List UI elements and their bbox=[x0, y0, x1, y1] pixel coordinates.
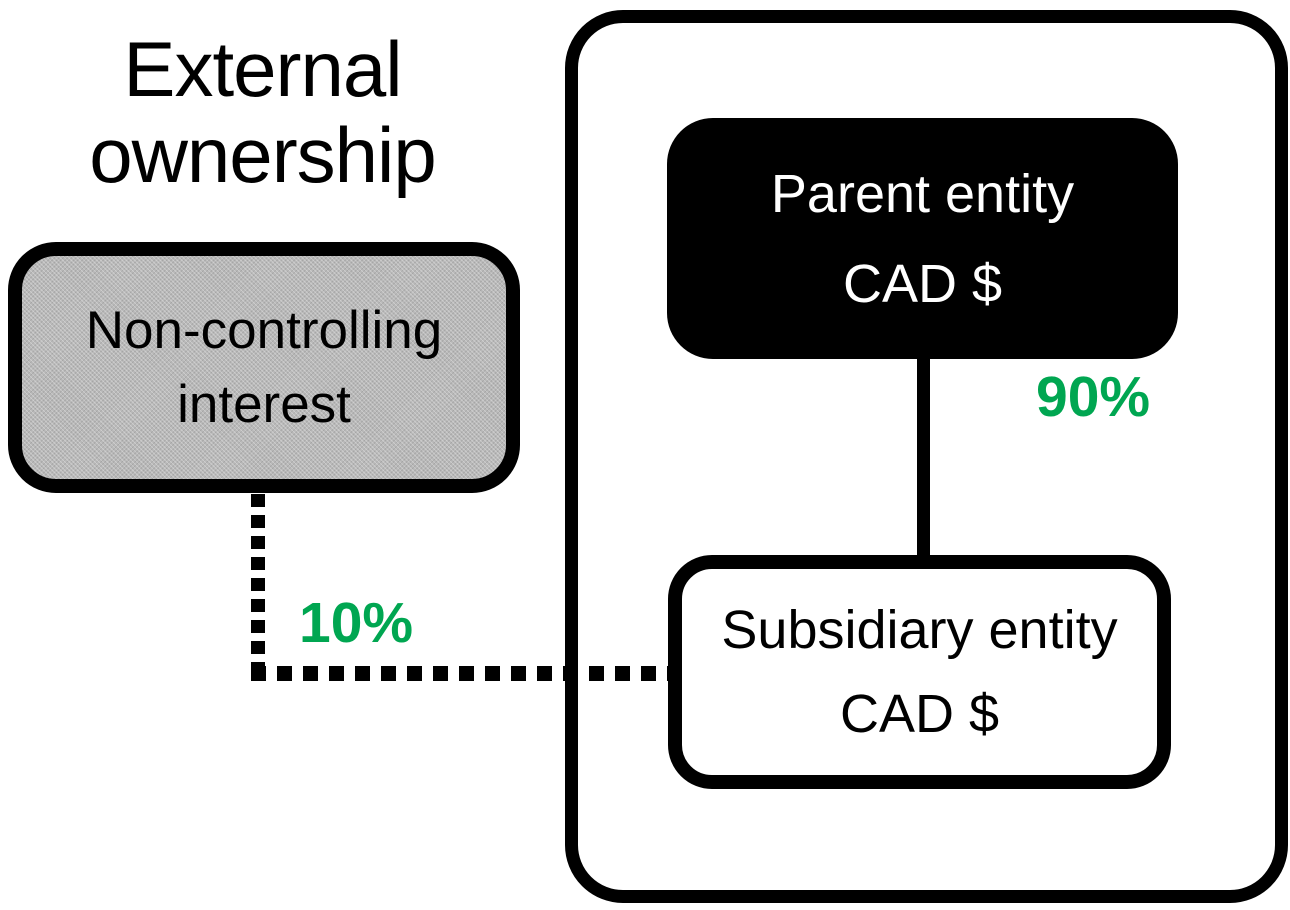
parent-entity-node: Parent entity CAD $ bbox=[667, 118, 1178, 359]
non-controlling-interest-node: Non-controlling interest bbox=[8, 242, 520, 493]
subsidiary-entity-currency: CAD $ bbox=[839, 684, 1000, 744]
external-ownership-title-line1: External bbox=[123, 25, 402, 113]
external-ownership-title-line2: ownership bbox=[89, 111, 437, 199]
nci-connector-vertical-dotted bbox=[251, 494, 265, 680]
subsidiary-entity-label: Subsidiary entity bbox=[721, 600, 1118, 660]
external-ownership-title: External ownership bbox=[10, 26, 515, 198]
subsidiary-entity-node: Subsidiary entity CAD $ bbox=[668, 555, 1171, 789]
parent-ownership-percentage: 90% bbox=[1036, 365, 1151, 429]
parent-to-subsidiary-connector bbox=[917, 357, 930, 558]
nci-connector-horizontal-dotted bbox=[251, 666, 668, 681]
non-controlling-interest-label-line1: Non-controlling bbox=[85, 300, 443, 360]
parent-entity-label: Parent entity bbox=[770, 163, 1075, 224]
parent-entity-currency: CAD $ bbox=[842, 253, 1003, 314]
nci-ownership-percentage: 10% bbox=[299, 591, 414, 655]
non-controlling-interest-label-line2: interest bbox=[177, 374, 351, 434]
